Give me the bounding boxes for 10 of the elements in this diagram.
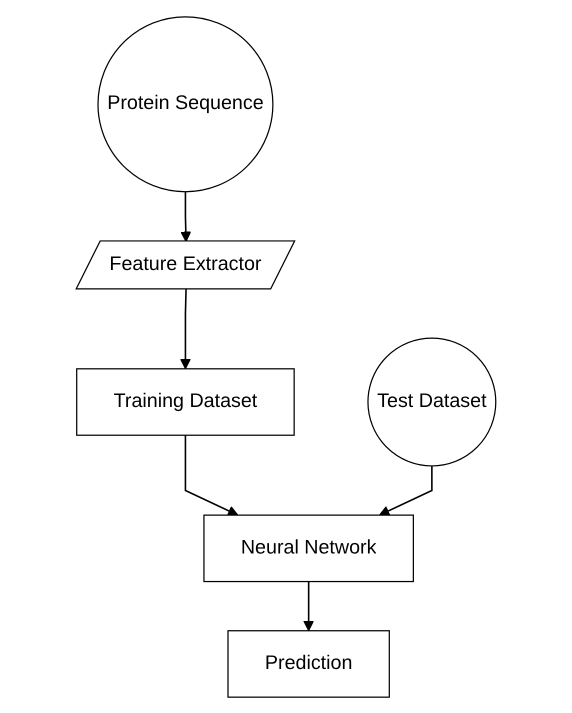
node-circle: Protein Sequence	[97, 16, 274, 192]
arrow	[303, 581, 314, 631]
node-box: Neural Network	[203, 514, 414, 582]
arrow	[184, 434, 238, 516]
arrow	[180, 191, 192, 242]
node-box: Prediction	[227, 630, 390, 698]
node-circle: Test Dataset	[367, 336, 496, 466]
node-box: Training Dataset	[76, 368, 295, 436]
arrow	[180, 289, 191, 369]
arrow	[378, 465, 433, 516]
